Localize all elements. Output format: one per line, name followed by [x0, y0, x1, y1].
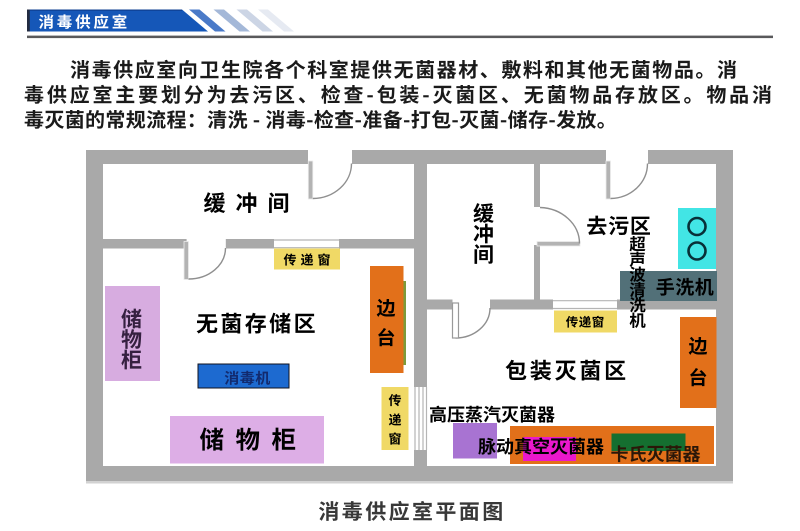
svg-text:消毒机: 消毒机 [224, 368, 271, 389]
svg-text:储物柜: 储物柜 [200, 422, 308, 457]
svg-text:递: 递 [388, 410, 401, 429]
svg-text:机: 机 [629, 308, 646, 332]
svg-text:边: 边 [688, 332, 707, 359]
svg-text:传递窗: 传递窗 [566, 312, 605, 331]
svg-text:清: 清 [629, 277, 646, 301]
svg-text:洗: 洗 [629, 292, 646, 316]
svg-text:高压蒸汽灭菌器: 高压蒸汽灭菌器 [429, 401, 555, 427]
svg-text:冲: 冲 [473, 219, 494, 249]
svg-text:边: 边 [376, 294, 395, 321]
svg-text:台: 台 [376, 324, 395, 351]
svg-text:窗: 窗 [388, 429, 401, 448]
svg-text:波: 波 [629, 262, 646, 286]
svg-text:缓: 缓 [473, 198, 494, 228]
svg-text:卡氏灭菌器: 卡氏灭菌器 [611, 441, 701, 467]
svg-text:间: 间 [473, 239, 494, 269]
svg-text:储: 储 [121, 304, 142, 334]
svg-text:脉动真空灭菌器: 脉动真空灭菌器 [478, 433, 604, 459]
svg-text:消毒供应室平面图: 消毒供应室平面图 [318, 496, 505, 526]
svg-text:包装灭菌区: 包装灭菌区 [505, 354, 629, 386]
svg-text:超: 超 [629, 231, 646, 255]
svg-text:消毒供应室: 消毒供应室 [39, 10, 131, 32]
svg-text:无菌存储区: 无菌存储区 [196, 307, 318, 339]
svg-text:传: 传 [388, 390, 401, 409]
svg-text:传递窗: 传递窗 [283, 250, 334, 269]
svg-text:台: 台 [688, 364, 707, 391]
svg-text:声: 声 [629, 246, 646, 270]
svg-text:手洗机: 手洗机 [656, 273, 715, 300]
svg-text:去污区: 去污区 [586, 211, 651, 241]
svg-text:物: 物 [121, 324, 142, 354]
svg-text:柜: 柜 [121, 344, 142, 374]
svg-text:缓冲间: 缓冲间 [203, 186, 299, 218]
